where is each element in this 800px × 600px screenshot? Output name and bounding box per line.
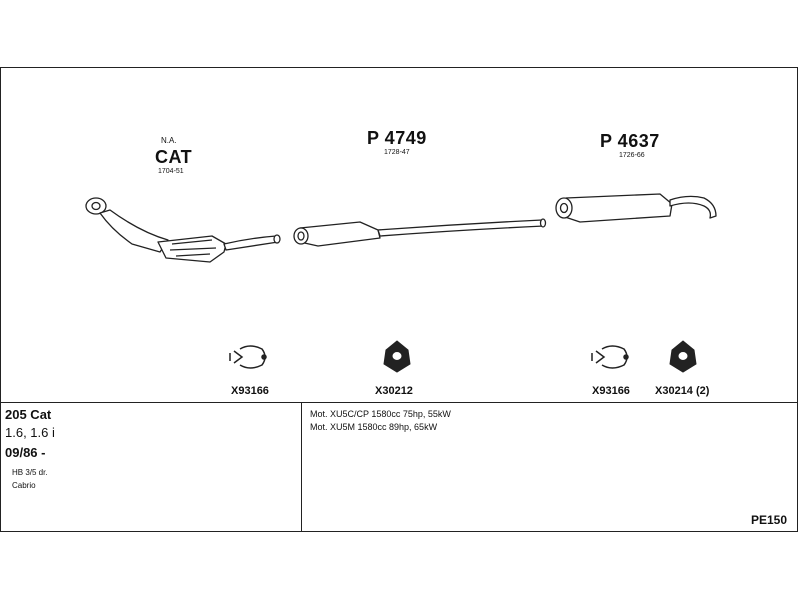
gasket-icon <box>383 340 411 373</box>
reference-code: PE150 <box>751 513 788 527</box>
motor-line: Mot. XU5M 1580cc 89hp, 65kW <box>310 422 438 432</box>
clamp-label: X30214 (2) <box>655 385 710 397</box>
catalytic-converter <box>85 197 281 263</box>
rear-silencer <box>555 193 717 223</box>
vehicle-body-1: HB 3/5 dr. <box>12 468 48 477</box>
gasket-icon <box>669 340 697 373</box>
clamp-label: X93166 <box>231 385 269 397</box>
vehicle-model: 205 Cat <box>5 407 52 422</box>
clamp-label: X93166 <box>592 385 630 397</box>
vehicle-engines: 1.6, 1.6 i <box>5 425 55 440</box>
cat-code: 1704-51 <box>158 168 184 175</box>
diagram-frame <box>0 67 798 532</box>
divider-vertical <box>301 402 302 532</box>
cat-name: CAT <box>155 147 193 167</box>
vehicle-date: 09/86 - <box>5 445 46 460</box>
divider-horizontal <box>0 402 798 403</box>
motor-line: Mot. XU5C/CP 1580cc 75hp, 55kW <box>310 409 451 419</box>
middle-silencer <box>293 218 547 247</box>
p4749-name: P 4749 <box>367 128 427 148</box>
clamp-label: X30212 <box>375 385 413 397</box>
p4637-name: P 4637 <box>600 131 660 151</box>
p4637-code: 1726-66 <box>619 152 645 159</box>
clamp-icon <box>591 345 629 369</box>
vehicle-body-2: Cabrio <box>12 481 36 490</box>
p4749-code: 1728-47 <box>384 149 410 156</box>
clamp-icon <box>229 345 267 369</box>
cat-note: N.A. <box>161 136 177 145</box>
